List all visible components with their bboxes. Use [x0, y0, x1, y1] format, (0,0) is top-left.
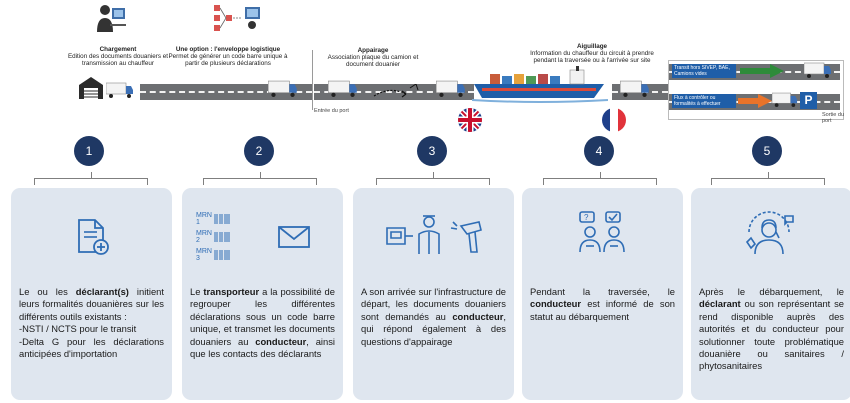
text-run: A son arrivée sur l'infrastructure de dé…	[361, 286, 506, 322]
step-node-3: 3	[417, 136, 447, 166]
emphasis-text: transporteur	[203, 286, 260, 297]
step-bracket	[203, 172, 317, 185]
barcode-icon	[214, 214, 230, 224]
card-paragraph: -NSTI / NCTS pour le transit	[19, 323, 164, 335]
barcode-icon	[214, 250, 230, 260]
routing-panel	[668, 60, 844, 120]
truck-icon	[268, 80, 297, 97]
port-exit-label: Sortie du port	[822, 112, 845, 124]
card-text: Le transporteur a la possibilité de regr…	[190, 286, 335, 360]
france-flag-icon	[602, 108, 626, 132]
truck-icon	[772, 92, 798, 107]
mrn-list: MRN 1 MRN 2 MRN 3	[196, 212, 236, 262]
text-run: Pendant la traversée, le	[530, 286, 675, 297]
step-enveloppe-label: Une option : l'enveloppe logistique Perm…	[166, 46, 290, 67]
logistics-network-icon	[214, 5, 260, 31]
person-computer-icon	[97, 5, 126, 32]
card-text: A son arrivée sur l'infrastructure de dé…	[361, 286, 506, 348]
parking-sign-icon: P	[800, 92, 817, 109]
truck-icon	[328, 80, 357, 97]
green-route-label: Transit hors SIVEP, BAE, Camions vides	[672, 64, 736, 78]
step-desc: Edition des documents douaniers et trans…	[67, 53, 169, 67]
barcode-icon	[214, 232, 230, 242]
card-paragraph: Le transporteur a la possibilité de regr…	[190, 286, 335, 360]
card-paragraph: Après le débarquement, le déclarant ou s…	[699, 286, 844, 373]
step-title: Appairage	[357, 47, 389, 54]
mrn-label: MRN 3	[196, 248, 212, 262]
green-arrow-icon	[740, 64, 784, 78]
card-paragraph: -Delta G pour les déclarations anticipée…	[19, 336, 164, 361]
emphasis-text: conducteur	[255, 335, 307, 347]
truck-icon	[620, 80, 649, 97]
uk-flag-icon	[458, 108, 482, 132]
emphasis-text: déclarant(s)	[75, 286, 129, 297]
support-agent-icon	[745, 211, 794, 255]
text-run: initient leurs formalités douanières sur…	[19, 286, 164, 322]
text-run: , ainsi que les contacts des déclarants	[190, 335, 335, 360]
document-add-icon	[78, 219, 109, 255]
text-run: , qui répond également à des questions d…	[361, 310, 506, 347]
step-desc: Permet de générer un code barre unique à…	[168, 53, 288, 67]
svg-text:?: ?	[584, 213, 589, 222]
step-bracket	[376, 172, 490, 185]
text-run: -NSTI / NCTS pour le transit	[19, 323, 137, 335]
text-run: Le	[190, 286, 204, 297]
step-title: Aiguillage	[576, 43, 608, 50]
text-run: Le ou les	[19, 286, 76, 297]
ferry-ship-icon	[472, 66, 608, 103]
step-title: Chargement	[99, 46, 137, 53]
card-paragraph: Pendant la traversée, le conducteur est …	[530, 286, 675, 323]
step-card-3: A son arrivée sur l'infrastructure de dé…	[353, 188, 514, 400]
step-aiguillage-label: Aiguillage Information du chauffeur du c…	[518, 43, 666, 64]
step-desc: Association plaque du camion et document…	[327, 54, 419, 68]
step-node-5: 5	[752, 136, 782, 166]
step-chargement-label: Chargement Edition des documents douanie…	[62, 46, 174, 67]
emphasis-text: conducteur	[452, 310, 504, 322]
orange-route-label: Flux à contrôler ou formalités à effectu…	[672, 94, 736, 108]
step-card-2: MRN 1 MRN 2 MRN 3 Le transporteur a la p…	[182, 188, 343, 400]
text-run: ou son représentant se rend disponible a…	[699, 298, 844, 372]
scan-arrows-icon	[373, 84, 419, 98]
step-bracket	[34, 172, 148, 185]
text-run: est informé de son statut au débarquemen…	[530, 298, 675, 322]
step-node-4: 4	[584, 136, 614, 166]
text-run: Après le débarquement, le	[699, 286, 844, 297]
card-text: Après le débarquement, le déclarant ou s…	[699, 286, 844, 373]
step-card-4: ? Pendant la traversée, le conducteur es…	[522, 188, 683, 400]
step-bracket	[543, 172, 657, 185]
step-card-5: Après le débarquement, le déclarant ou s…	[691, 188, 850, 400]
people-chat-icon: ?	[579, 211, 625, 253]
card-paragraph: Le ou les déclarant(s) initient leurs fo…	[19, 286, 164, 323]
mrn-label: MRN 2	[196, 230, 212, 244]
card-text: Pendant la traversée, le conducteur est …	[530, 286, 675, 323]
text-run: a la possibilité de regrouper les différ…	[190, 286, 335, 347]
port-entry-divider	[312, 50, 313, 110]
truck-icon	[436, 80, 465, 97]
officer-scanner-icon	[386, 215, 482, 254]
step-appairage-label: Appairage Association plaque du camion e…	[318, 47, 428, 68]
step-bracket	[711, 172, 825, 185]
emphasis-text: déclarant	[699, 298, 741, 310]
step-card-1: Le ou les déclarant(s) initient leurs fo…	[11, 188, 172, 400]
step-title: Une option : l'enveloppe logistique	[175, 46, 281, 53]
truck-icon	[106, 82, 133, 98]
port-entry-label: Entrée du port	[314, 108, 349, 114]
warehouse-icon	[79, 77, 103, 99]
step-node-2: 2	[244, 136, 274, 166]
mrn-label: MRN 1	[196, 212, 212, 226]
card-text: Le ou les déclarant(s) initient leurs fo…	[19, 286, 164, 360]
parking-letter: P	[804, 93, 813, 107]
step-node-1: 1	[74, 136, 104, 166]
text-run: -Delta G pour les déclarations anticipée…	[19, 335, 164, 360]
envelope-icon	[278, 226, 310, 248]
step-desc: Information du chauffeur du circuit à pr…	[530, 50, 654, 64]
truck-icon	[804, 62, 831, 78]
emphasis-text: conducteur	[530, 298, 582, 310]
card-paragraph: A son arrivée sur l'infrastructure de dé…	[361, 286, 506, 348]
orange-arrow-icon	[738, 94, 772, 108]
